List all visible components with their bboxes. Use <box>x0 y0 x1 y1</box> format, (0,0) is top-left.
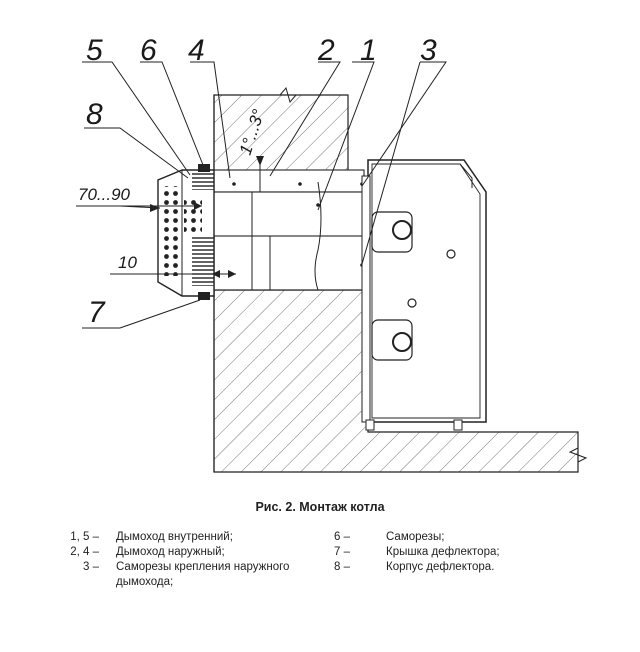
legend-item: 7 – Крышка дефлектора; <box>334 545 554 560</box>
legend-item: 3 – Саморезы крепления наружного дымоход… <box>66 560 306 590</box>
legend-item: 6 – Саморезы; <box>334 530 554 545</box>
legend-key: 6 – <box>334 531 350 543</box>
callout-3: 3 <box>420 34 437 67</box>
wall-section <box>213 86 588 473</box>
legend-key: 7 – <box>334 546 350 558</box>
callout-1: 1 <box>360 34 377 67</box>
legend-key: 8 – <box>334 561 350 573</box>
legend-right: 6 – Саморезы; 7 – Крышка дефлектора; 8 –… <box>334 530 554 575</box>
deflector <box>157 164 215 300</box>
chimney-pipes <box>189 160 365 291</box>
legend-key: 3 – <box>83 561 99 573</box>
legend-text: Саморезы крепления наружного дымохода; <box>116 561 290 588</box>
legend-text: Дымоход внутренний; <box>116 531 233 543</box>
legend-text: Корпус дефлектора. <box>386 561 495 573</box>
legend-text: Саморезы; <box>386 531 445 543</box>
boiler-body <box>361 159 487 431</box>
callout-8: 8 <box>86 98 103 131</box>
boiler-installation-drawing: 5 6 4 2 1 3 8 7 70...90 10 1°...3° <box>76 34 588 473</box>
callout-6: 6 <box>140 34 157 67</box>
legend-item: 2, 4 – Дымоход наружный; <box>66 545 306 560</box>
callout-4: 4 <box>188 34 205 67</box>
callout-5: 5 <box>86 34 103 67</box>
dimension-arrows <box>150 156 264 278</box>
legend-text: Крышка дефлектора; <box>386 546 500 558</box>
legend-item: 8 – Корпус дефлектора. <box>334 560 554 575</box>
dimension-gap-label: 70...90 <box>78 185 131 204</box>
legend-text: Дымоход наружный; <box>116 546 225 558</box>
dimension-depth-label: 10 <box>118 253 137 272</box>
leader-lines <box>76 61 447 329</box>
legend-item: 1, 5 – Дымоход внутренний; <box>66 530 306 545</box>
legend-key: 2, 4 – <box>70 546 99 558</box>
legend-key: 1, 5 – <box>70 531 99 543</box>
callout-7: 7 <box>88 296 106 329</box>
figure-caption: Рис. 2. Монтаж котла <box>255 500 385 514</box>
legend-left: 1, 5 – Дымоход внутренний; 2, 4 – Дымохо… <box>66 530 306 590</box>
callout-2: 2 <box>317 34 335 67</box>
